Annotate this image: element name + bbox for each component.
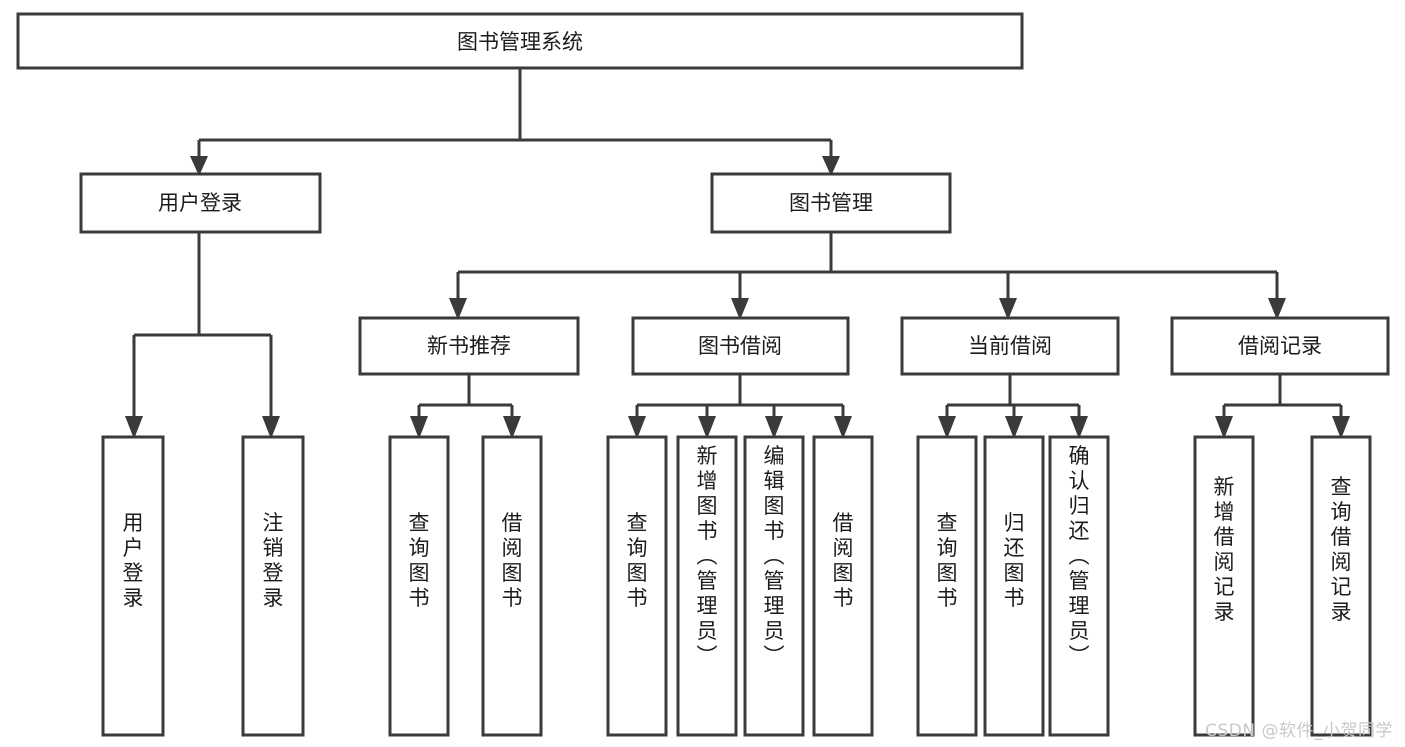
node-leaf-query-book-2-label: 查询图书 [627, 511, 648, 610]
node-book-manage-box[interactable] [710, 172, 952, 234]
node-book-borrow-box[interactable] [631, 316, 850, 376]
arrow-head-icon [999, 298, 1017, 320]
node-current-borrow-label: 当前借阅 [968, 334, 1052, 358]
connector-current-borrow-to-leaves [945, 374, 1081, 418]
node-leaf-query-book-1-box[interactable] [388, 435, 450, 737]
arrow-head-icon [1268, 298, 1286, 320]
node-leaf-add-book[interactable]: 新增图书︵管理员︶ [676, 435, 738, 737]
node-leaf-add-record[interactable]: 新增借阅记录 [1193, 435, 1255, 737]
node-leaf-query-record-box[interactable] [1310, 435, 1372, 737]
node-new-book-recommend[interactable]: 新书推荐 [358, 316, 580, 376]
connector-group-book-borrow [628, 374, 852, 439]
connector-book-borrow-to-leaves [635, 374, 845, 418]
node-leaf-borrow-book-1-box[interactable] [481, 435, 543, 737]
node-leaf-borrow-book-2-label: 借阅图书 [833, 511, 854, 610]
node-book-borrow[interactable]: 图书借阅 [631, 316, 850, 376]
node-new-book-recommend-label: 新书推荐 [427, 334, 511, 358]
node-current-borrow-box[interactable] [900, 316, 1120, 376]
arrow-head-icon [628, 416, 646, 439]
node-book-manage[interactable]: 图书管理 [710, 172, 952, 234]
node-leaf-user-login-box[interactable] [101, 435, 165, 737]
node-book-manage-label: 图书管理 [789, 191, 873, 215]
node-leaf-confirm-return-box[interactable] [1048, 435, 1110, 737]
arrow-head-icon [125, 416, 143, 439]
node-root[interactable]: 图书管理系统 [16, 12, 1024, 70]
node-borrow-record[interactable]: 借阅记录 [1170, 316, 1390, 376]
arrow-head-icon [410, 416, 428, 439]
node-root-label: 图书管理系统 [457, 30, 583, 54]
node-leaf-query-book-3[interactable]: 查询图书 [916, 435, 978, 737]
connector-root-to-level1 [197, 68, 833, 158]
node-leaf-query-record[interactable]: 查询借阅记录 [1310, 435, 1372, 737]
node-leaf-query-book-3-box[interactable] [916, 435, 978, 737]
node-leaf-user-login[interactable]: 用户登录 [101, 435, 165, 737]
node-leaf-add-record-label: 新增借阅记录 [1214, 475, 1235, 624]
connector-group-borrow-record [1215, 374, 1350, 439]
node-current-borrow[interactable]: 当前借阅 [900, 316, 1120, 376]
node-leaf-borrow-book-2-box[interactable] [812, 435, 874, 737]
node-user-login-label: 用户登录 [158, 191, 242, 215]
arrow-head-icon [731, 298, 749, 320]
connector-new-book-recommend-to-leaves [417, 374, 514, 418]
arrow-head-icon [834, 416, 852, 439]
node-leaf-edit-book[interactable]: 编辑图书︵管理员︶ [743, 435, 805, 737]
connector-book-manage-to-level2 [456, 232, 1279, 300]
node-user-login[interactable]: 用户登录 [79, 172, 322, 234]
node-leaf-return-book-label: 归还图书 [1004, 511, 1025, 610]
arrow-head-icon [765, 416, 783, 439]
connector-borrow-record-to-leaves [1222, 374, 1343, 418]
arrow-head-icon [1332, 416, 1350, 439]
node-leaf-borrow-book-1-label: 借阅图书 [502, 511, 523, 610]
connector-group-new-book-recommend [410, 374, 521, 439]
arrow-head-icon [822, 156, 840, 176]
node-leaf-add-book-box[interactable] [676, 435, 738, 737]
node-new-book-recommend-box[interactable] [358, 316, 580, 376]
node-leaf-query-book-2-box[interactable] [606, 435, 668, 737]
node-leaf-return-book[interactable]: 归还图书 [983, 435, 1045, 737]
node-leaf-add-record-box[interactable] [1193, 435, 1255, 737]
arrow-head-icon [449, 298, 467, 320]
node-leaf-user-logout-label: 注销登录 [263, 511, 284, 610]
node-leaf-query-book-1[interactable]: 查询图书 [388, 435, 450, 737]
node-user-login-box[interactable] [79, 172, 322, 234]
node-leaf-edit-book-label: 编辑图书︵管理员︶ [764, 444, 785, 668]
arrow-head-icon [190, 156, 208, 176]
connector-group-book-manage [449, 232, 1286, 320]
node-leaf-query-book-1-label: 查询图书 [409, 511, 430, 610]
connector-group-current-borrow [938, 374, 1088, 439]
node-leaf-add-book-label: 新增图书︵管理员︶ [697, 444, 718, 668]
node-leaf-confirm-return[interactable]: 确认归还︵管理员︶ [1048, 435, 1110, 737]
arrow-head-icon [503, 416, 521, 439]
connector-group-root [190, 68, 840, 176]
arrow-head-icon [1005, 416, 1023, 439]
node-leaf-confirm-return-label: 确认归还︵管理员︶ [1069, 444, 1090, 668]
node-book-borrow-label: 图书借阅 [698, 334, 782, 358]
arrow-head-icon [938, 416, 956, 439]
node-borrow-record-label: 借阅记录 [1238, 334, 1322, 358]
arrow-head-icon [1070, 416, 1088, 439]
node-leaf-query-book-3-label: 查询图书 [937, 511, 958, 610]
node-root-box[interactable] [16, 12, 1024, 70]
arrow-head-icon [1215, 416, 1233, 439]
node-leaf-return-book-box[interactable] [983, 435, 1045, 737]
node-borrow-record-box[interactable] [1170, 316, 1390, 376]
connector-user-login-to-leaves [132, 232, 273, 418]
arrow-head-icon [698, 416, 716, 439]
node-leaf-user-logout[interactable]: 注销登录 [241, 435, 305, 737]
node-leaf-borrow-book-2[interactable]: 借阅图书 [812, 435, 874, 737]
csdn-watermark: CSDN @软件_小贺同学 [1205, 721, 1393, 741]
node-leaf-borrow-book-1[interactable]: 借阅图书 [481, 435, 543, 737]
node-leaf-user-logout-box[interactable] [241, 435, 305, 737]
connector-group-user-login [125, 232, 280, 439]
node-leaf-query-book-2[interactable]: 查询图书 [606, 435, 668, 737]
node-leaf-user-login-label: 用户登录 [123, 511, 144, 610]
node-leaf-edit-book-box[interactable] [743, 435, 805, 737]
node-leaf-query-record-label: 查询借阅记录 [1331, 475, 1352, 624]
arrow-head-icon [262, 416, 280, 439]
